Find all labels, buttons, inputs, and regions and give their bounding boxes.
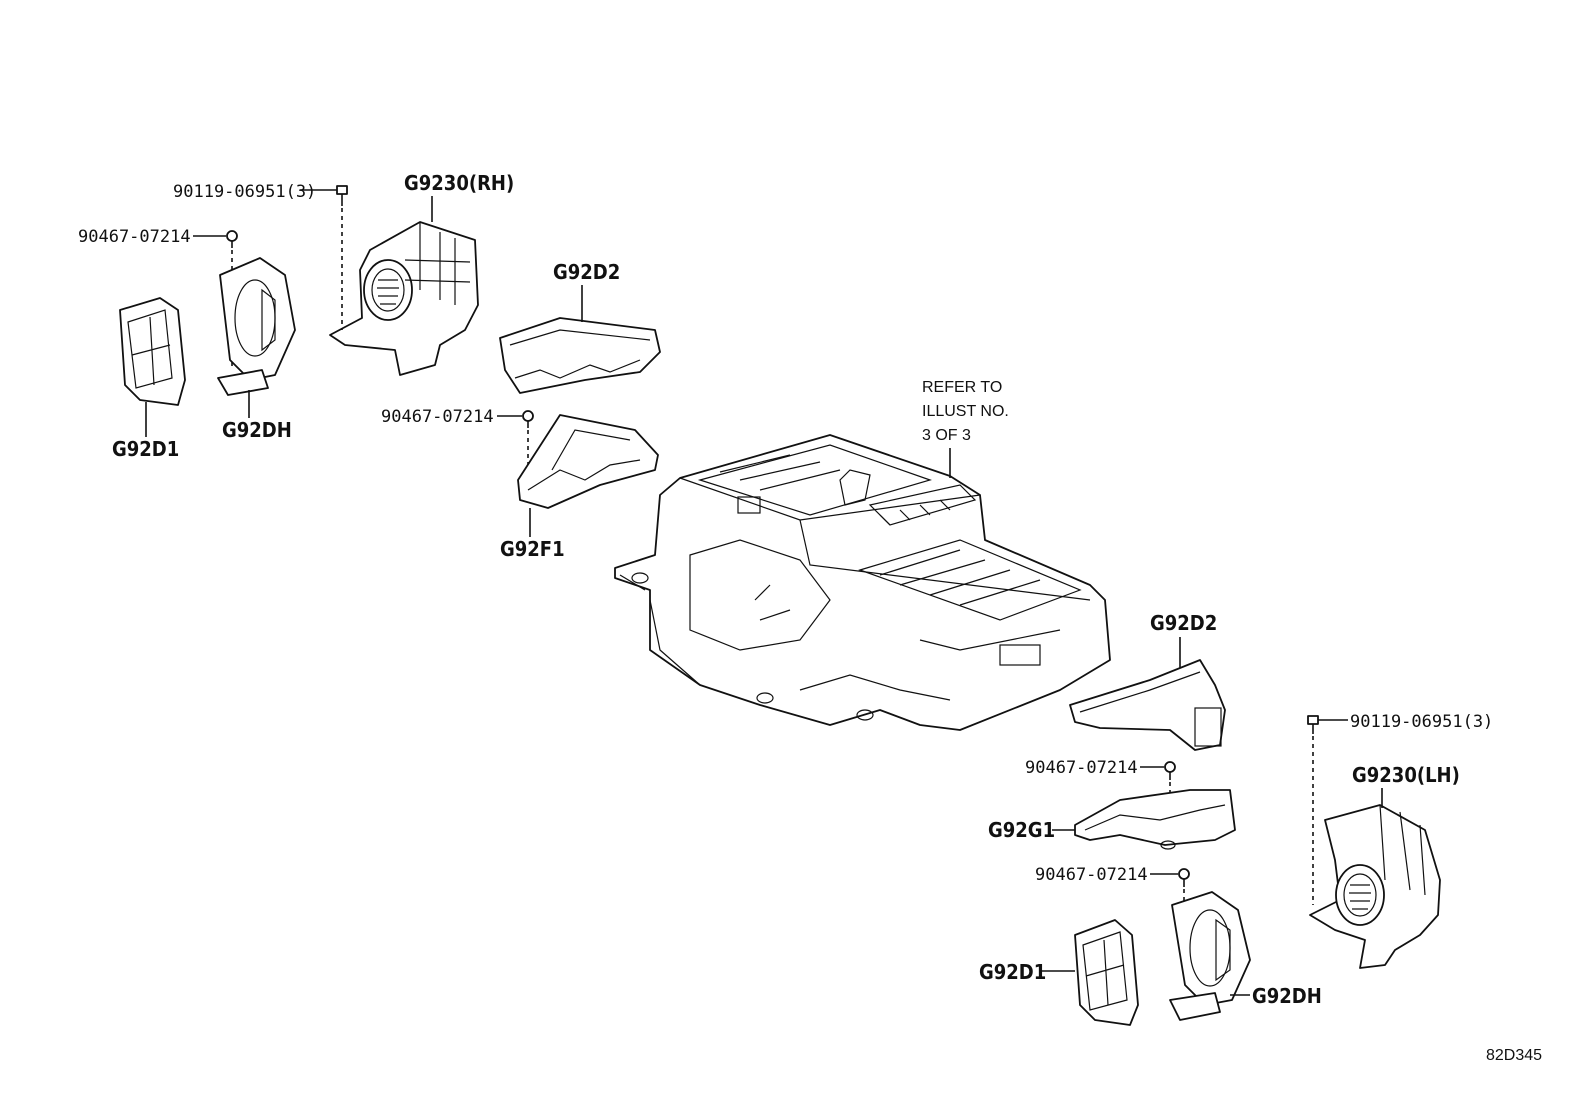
filter-g92d1-left[interactable] <box>119 297 186 406</box>
blower-lh[interactable] <box>1309 804 1441 969</box>
label-clip-f1: 90467-07214 <box>381 407 494 427</box>
label-g92g1: G92G1 <box>988 818 1055 842</box>
filter-g92d1-right[interactable] <box>1074 919 1139 1026</box>
refer-note-line3: 3 OF 3 <box>922 427 971 444</box>
label-g9230-rh: G9230(RH) <box>404 171 514 195</box>
refer-note-line1: REFER TO <box>922 379 1002 396</box>
label-clip-dh-right: 90467-07214 <box>1035 865 1148 885</box>
label-clip-top-left: 90467-07214 <box>78 227 191 247</box>
diagram-ref-code: 82D345 <box>1486 1047 1542 1064</box>
refer-note-line2: ILLUST NO. <box>922 403 1009 420</box>
bolt-lh-icon <box>1307 715 1348 905</box>
label-g9230-lh: G9230(LH) <box>1352 763 1460 787</box>
label-g92f1: G92F1 <box>500 537 565 561</box>
clip-f1-icon <box>497 410 534 470</box>
duct-g92f1[interactable] <box>517 414 659 509</box>
battery-assembly[interactable] <box>614 434 1111 731</box>
label-g92d2-top: G92D2 <box>553 260 620 284</box>
label-clip-g1: 90467-07214 <box>1025 758 1138 778</box>
blower-rh[interactable] <box>329 221 479 376</box>
label-bolt-rh: 90119-06951(3) <box>173 182 316 202</box>
label-g92d1-right: G92D1 <box>979 960 1046 984</box>
duct-g92g1[interactable] <box>1074 789 1236 850</box>
label-g92d1-left: G92D1 <box>112 437 179 461</box>
label-g92dh-right: G92DH <box>1252 984 1322 1008</box>
duct-g92d2-top[interactable] <box>499 317 661 394</box>
bolt-rh-icon <box>300 185 348 330</box>
duct-g92dh-right[interactable] <box>1169 891 1251 1021</box>
label-g92d2-right: G92D2 <box>1150 611 1217 635</box>
duct-g92dh-left[interactable] <box>217 257 296 396</box>
duct-g92d2-right[interactable] <box>1069 659 1226 751</box>
label-bolt-lh: 90119-06951(3) <box>1350 712 1493 732</box>
label-g92dh-left: G92DH <box>222 418 292 442</box>
